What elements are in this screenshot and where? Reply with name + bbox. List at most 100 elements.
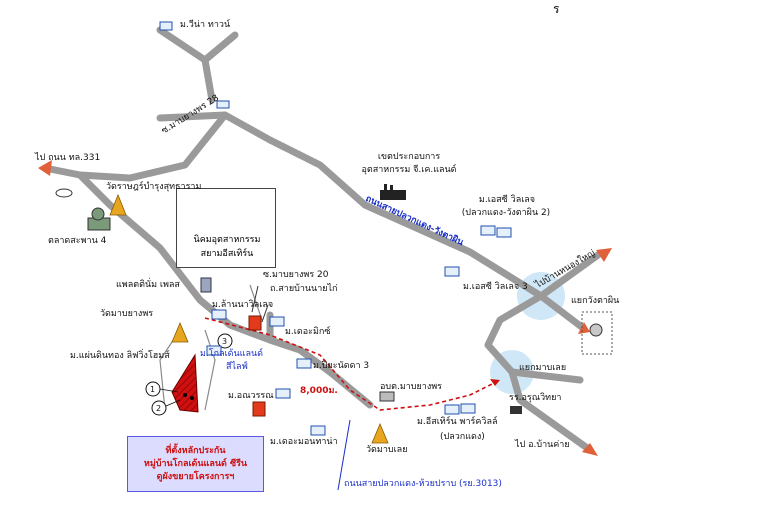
label-moo-sc-village3: ม.เอสซี วิลเลจ 3 <box>463 282 528 292</box>
road-vina-south <box>201 56 216 104</box>
house-icon <box>269 316 285 327</box>
arrow-to-ban-khai-icon <box>582 443 598 456</box>
label-moo-praninda: ม.ปิยะนัดดา 3 <box>313 361 370 371</box>
legend-line-2: หมู่บ้านโกลเด้นแลนด์ ซีรีน <box>143 458 248 469</box>
label-moo-lanna: ม.ล้านนาวิลเลจ <box>212 300 274 310</box>
label-zone-2: อุตสาหกรรม จี.เค.แลนด์ <box>361 165 457 175</box>
legend-line-3: ดูผังขยายโครงการฯ <box>156 471 235 482</box>
route-distance-line <box>204 317 501 411</box>
arrow-to-331-icon <box>38 160 52 176</box>
house-icon <box>159 21 173 31</box>
label-moo-anawin: ม.อณวรรณ <box>228 391 274 401</box>
route-arrowhead <box>490 379 500 386</box>
access-road-2 <box>204 329 216 411</box>
label-talat-saphan4: ตลาดสะพาน 4 <box>48 236 107 246</box>
road-pluak-daeng <box>537 292 587 332</box>
house-icon <box>216 100 230 109</box>
billboard-icon <box>252 401 266 417</box>
temple-icon <box>371 422 389 444</box>
plaza-building-icon <box>200 277 212 293</box>
road-to-331 <box>41 111 229 182</box>
house-icon <box>296 358 312 369</box>
house-icons <box>159 21 512 436</box>
road-soi-28 <box>156 111 602 300</box>
billboard-icon <box>248 315 262 331</box>
house-icon <box>496 227 512 238</box>
temple-icons <box>109 193 389 444</box>
road-ban-nai-pointer <box>261 304 269 323</box>
label-wat-map-loei: วัดมาบเลย <box>366 445 408 455</box>
label-distance: 8,000ม. <box>300 386 338 396</box>
road-label-pointer <box>337 419 351 491</box>
marker-1-label: 1 <box>150 385 156 394</box>
label-moo-the-mountain: ม.เดอะมอนทาน่า <box>270 437 338 447</box>
legend-line-1: ที่ตั้งหลักประกัน <box>165 445 226 456</box>
label-moo-the-mix: ม.เดอะมิกซ์ <box>285 327 331 337</box>
road-map-loei-east <box>508 368 584 384</box>
label-soi-20: ซ.มาบยางพร 20 <box>263 270 329 280</box>
sign-icons <box>248 315 266 417</box>
label-wat-map-yang-phon: วัดมาบยางพร <box>100 309 154 319</box>
label-moo-golden-2: สีไลฟ์ <box>226 362 248 372</box>
label-moo-saen-din: ม.แผ่นดินทอง ลิฟวิ่งโฮมส์ <box>70 351 170 361</box>
school-icon <box>510 406 522 414</box>
label-zone-1: เขตประกอบการ <box>377 152 441 162</box>
marker-3-circle <box>217 333 233 349</box>
landmark-icon <box>55 188 73 198</box>
label-obt: อบต.มาบยางพร <box>380 382 443 392</box>
house-icon <box>211 309 227 320</box>
label-moo-sc-village: ม.เอสซี วิลเลจ <box>478 195 536 205</box>
label-moo-vina-town: ม.วีน่า ทาวน์ <box>180 20 231 30</box>
estate-label-1: นิคมอุตสาหกรรม <box>193 235 261 245</box>
label-plaza: แพลตตินั่ม เพลส <box>116 280 180 290</box>
label-school: รร.อรุณวิทยา <box>509 393 562 403</box>
road-map-loei-north <box>484 292 545 376</box>
label-to-road-331: ไป ถนน ทล.331 <box>35 153 101 163</box>
label-moo-eastern-sub: (ปลวกแดง) <box>440 432 485 442</box>
factory-icon <box>380 184 406 200</box>
house-icon <box>206 345 222 356</box>
numbered-markers <box>145 333 233 416</box>
direction-arrows <box>38 160 612 456</box>
house-icon <box>460 403 476 414</box>
marker-2-label: 2 <box>156 404 162 413</box>
label-yaek-map-loei: แยกมาบเลย <box>519 363 567 373</box>
label-road-bottom: ถนนสายปลวกแดง-ห้วยปราบ (รย.3013) <box>344 479 502 489</box>
road-to-ban-khai <box>508 368 594 454</box>
plot-point-icon <box>183 393 187 397</box>
temple-icon <box>171 321 189 343</box>
marker-2-circle <box>151 400 167 416</box>
market-icon <box>87 207 111 231</box>
corner-glyph: ร <box>553 2 560 16</box>
access-road-3 <box>249 284 263 321</box>
junction-hut-icon <box>589 323 603 337</box>
marker-3-label: 3 <box>222 337 228 346</box>
label-moo-golden-1: ม.โกลเด้นแลนด์ <box>200 349 263 359</box>
marker-1-leader <box>159 388 179 393</box>
temple-icon <box>109 193 127 216</box>
label-to-ban-khai: ไป อ.บ้านค่าย <box>515 440 570 450</box>
obt-office-icon <box>379 391 395 402</box>
house-icon <box>275 388 291 399</box>
label-moo-sc-village-sub: (ปลวกแดง-วังตาผิน 2) <box>461 208 551 218</box>
arrow-to-ban-nong-yai-icon <box>596 248 612 262</box>
estate-label-2: สยามอีสเทิร์น <box>200 249 254 259</box>
house-icon <box>444 266 460 277</box>
plot-point-icon <box>190 396 194 400</box>
label-wat-rat-bamrung: วัดราษฎร์บำรุงสุทธาราม <box>106 182 202 192</box>
road-main-west <box>76 171 374 409</box>
house-icon <box>310 425 326 436</box>
arrow-pluak-daeng-icon <box>578 322 590 334</box>
label-yaek-wang-ta-phin: แยกวังตาผิน <box>571 296 620 306</box>
collateral-plot <box>171 353 199 413</box>
house-icon <box>444 404 460 415</box>
marker-2-leader <box>165 399 181 407</box>
road-vina <box>156 26 239 64</box>
house-icon <box>480 225 496 236</box>
collateral-legend-box: ที่ตั้งหลักประกัน หมู่บ้านโกลเด้นแลนด์ ซ… <box>127 436 264 492</box>
industrial-estate-box: นิคมอุตสาหกรรม สยามอีสเทิร์น <box>176 188 276 268</box>
soi-20-pointer <box>251 285 259 313</box>
label-moo-eastern: ม.อีสเทิร์น พาร์ควิลล์ <box>417 417 498 427</box>
label-road-ban-nai: ถ.สายบ้านนายไก่ <box>270 284 338 294</box>
